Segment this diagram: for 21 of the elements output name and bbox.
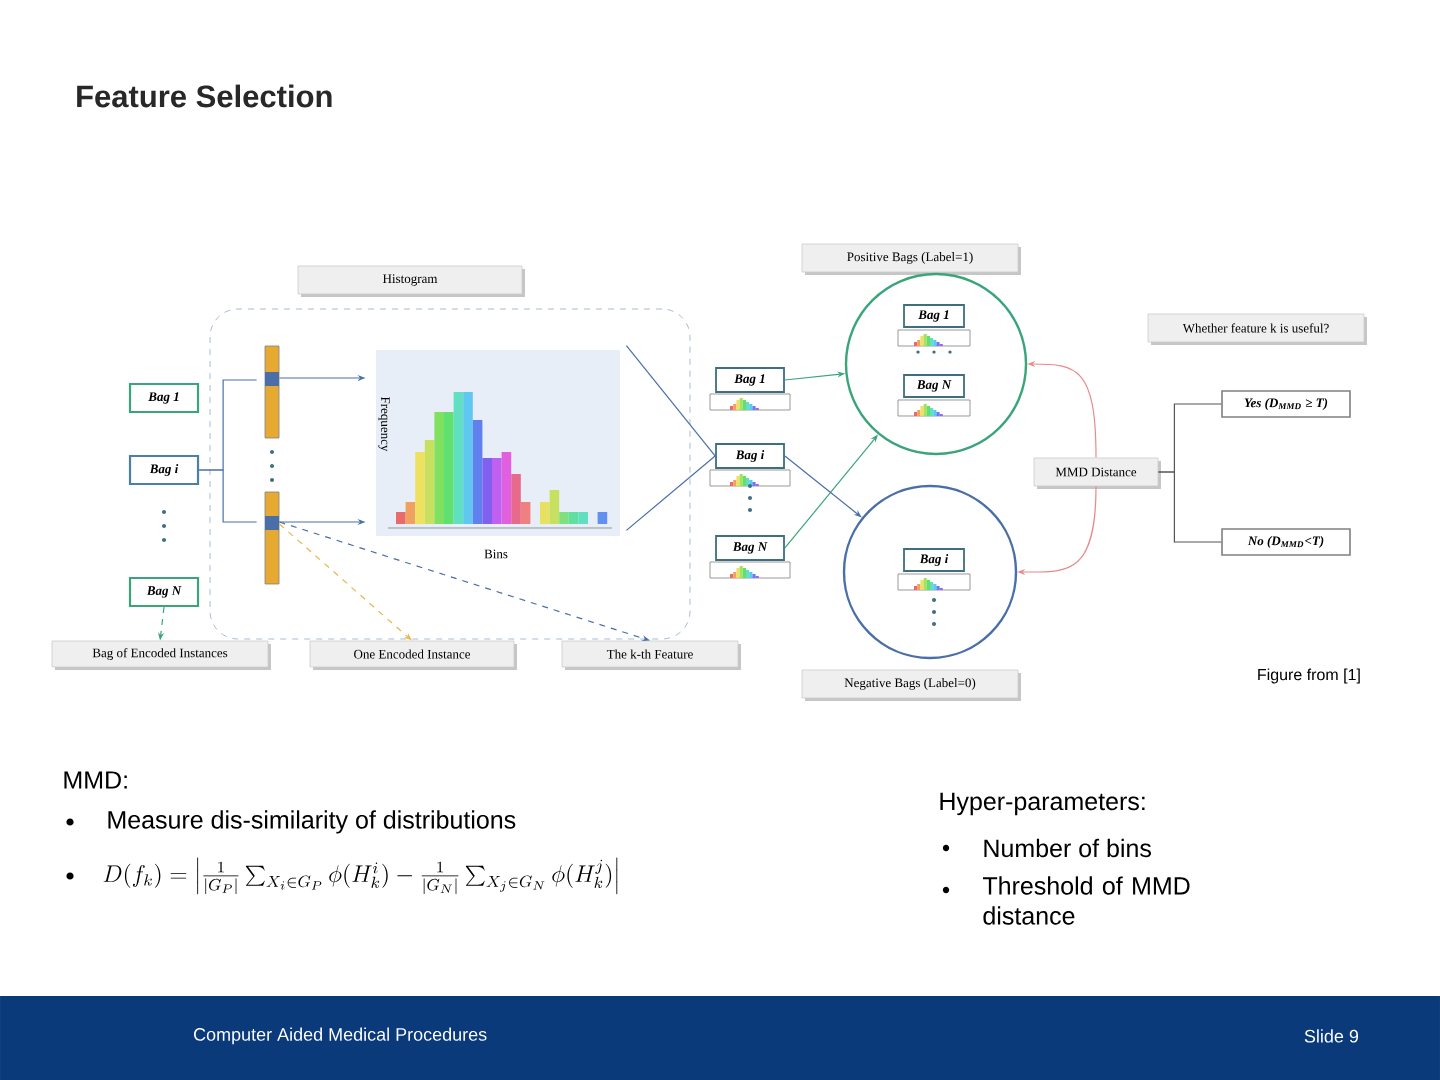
bullet-text: Measure dis-similarity of distributions (108, 810, 516, 834)
section-heading: Hyper-parameters: (940, 792, 1145, 816)
connector-line (625, 455, 716, 531)
dashed-region (209, 308, 691, 640)
section-heading: MMD: (64, 771, 127, 789)
bullet-text: Number of bins (984, 838, 1151, 858)
connector-line (1157, 471, 1222, 543)
figure-credit: Figure from [1] (1258, 668, 1360, 684)
bullet-text: Threshold of MMD distance (982, 876, 1190, 925)
connector-line (625, 345, 716, 457)
group-circle (844, 272, 1028, 456)
encoded-instance-bar (264, 491, 280, 585)
arrow (784, 455, 862, 518)
formula: $D(f_k) = \left|\frac{1}{|G_P|}\sum_{X_i\in G_P}\phi(H_k^i) - \frac{1}{|G_N|}\sum_{X_j\in G_N}\phi(H_k^j)\right|$ (103, 857, 618, 895)
group-circle (842, 484, 1018, 660)
encoded-instance-bar (264, 345, 280, 439)
slide-title: Feature Selection (77, 84, 332, 108)
footer-text: Computer Aided Medical Procedures (194, 1027, 487, 1045)
slide-number: Slide 9 (1304, 1029, 1359, 1043)
connector-line (198, 469, 258, 523)
leader-line (278, 523, 412, 641)
